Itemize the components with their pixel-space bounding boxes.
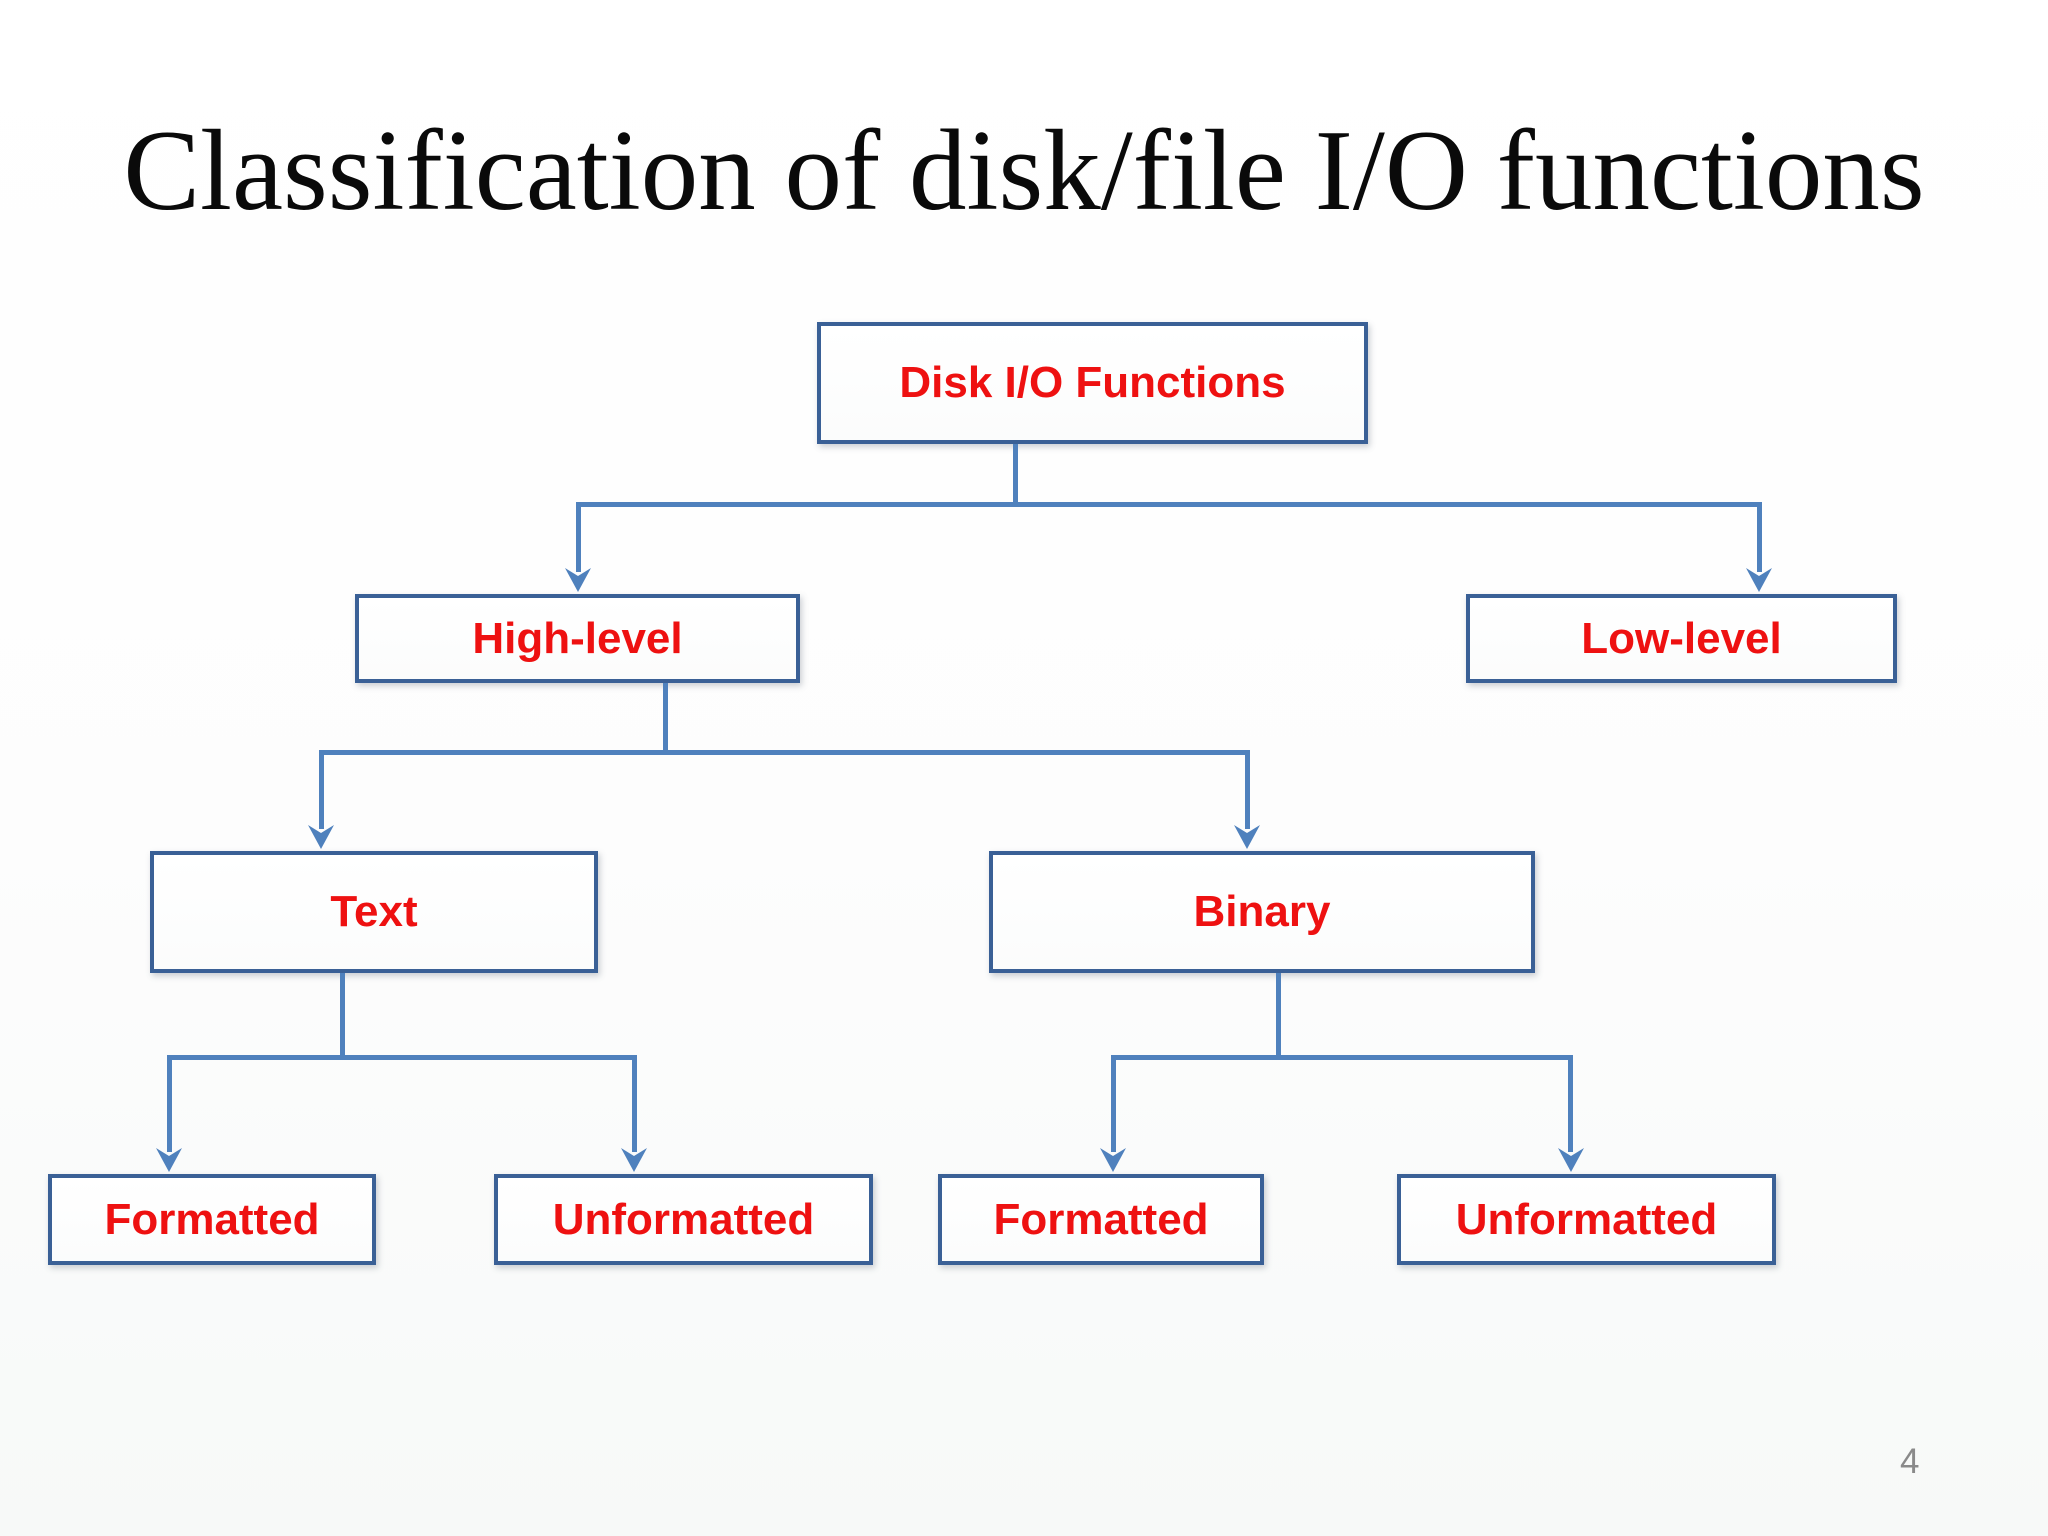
node-binary: Binary [989,851,1535,973]
node-label: High-level [472,613,683,663]
connector-text-to-formatted [167,1055,172,1152]
page-number: 4 [1900,1442,1920,1481]
node-text-formatted: Formatted [48,1174,376,1265]
node-label: Disk I/O Functions [899,358,1286,407]
connector-root-horizontal [576,502,1762,507]
arrowhead-down-icon [621,1148,647,1172]
node-disk-io-functions: Disk I/O Functions [817,322,1368,444]
connector-binary-horizontal [1111,1055,1573,1060]
arrowhead-down-icon [565,568,591,592]
node-binary-unformatted: Unformatted [1397,1174,1776,1265]
arrowhead-down-icon [308,825,334,849]
node-text-unformatted: Unformatted [494,1174,873,1265]
connector-root-to-low-level [1757,502,1762,572]
connector-high-level-to-text [319,750,324,829]
arrowhead-down-icon [1558,1148,1584,1172]
node-label: Low-level [1581,613,1782,663]
connector-binary-to-formatted [1111,1055,1116,1152]
node-label: Formatted [104,1194,320,1244]
connector-high-level-stub [663,683,668,754]
arrowhead-down-icon [1100,1148,1126,1172]
connector-high-level-horizontal [319,750,1250,755]
connector-text-to-unformatted [632,1055,637,1152]
node-high-level: High-level [355,594,800,683]
connector-high-level-to-binary [1245,750,1250,829]
connector-text-stub [340,973,345,1059]
connector-text-horizontal [167,1055,637,1060]
node-label: Unformatted [1455,1194,1718,1244]
node-low-level: Low-level [1466,594,1897,683]
node-label: Formatted [993,1194,1209,1244]
node-text: Text [150,851,598,973]
connector-root-to-high-level [576,502,581,572]
arrowhead-down-icon [1234,825,1260,849]
node-label: Unformatted [552,1194,815,1244]
slide-title: Classification of disk/file I/O function… [123,107,1925,234]
arrowhead-down-icon [156,1148,182,1172]
arrowhead-down-icon [1746,568,1772,592]
connector-root-stub [1013,444,1018,506]
node-binary-formatted: Formatted [938,1174,1264,1265]
connector-binary-to-unformatted [1568,1055,1573,1152]
node-label: Binary [1193,887,1331,936]
connector-binary-stub [1276,973,1281,1059]
node-label: Text [330,887,418,936]
